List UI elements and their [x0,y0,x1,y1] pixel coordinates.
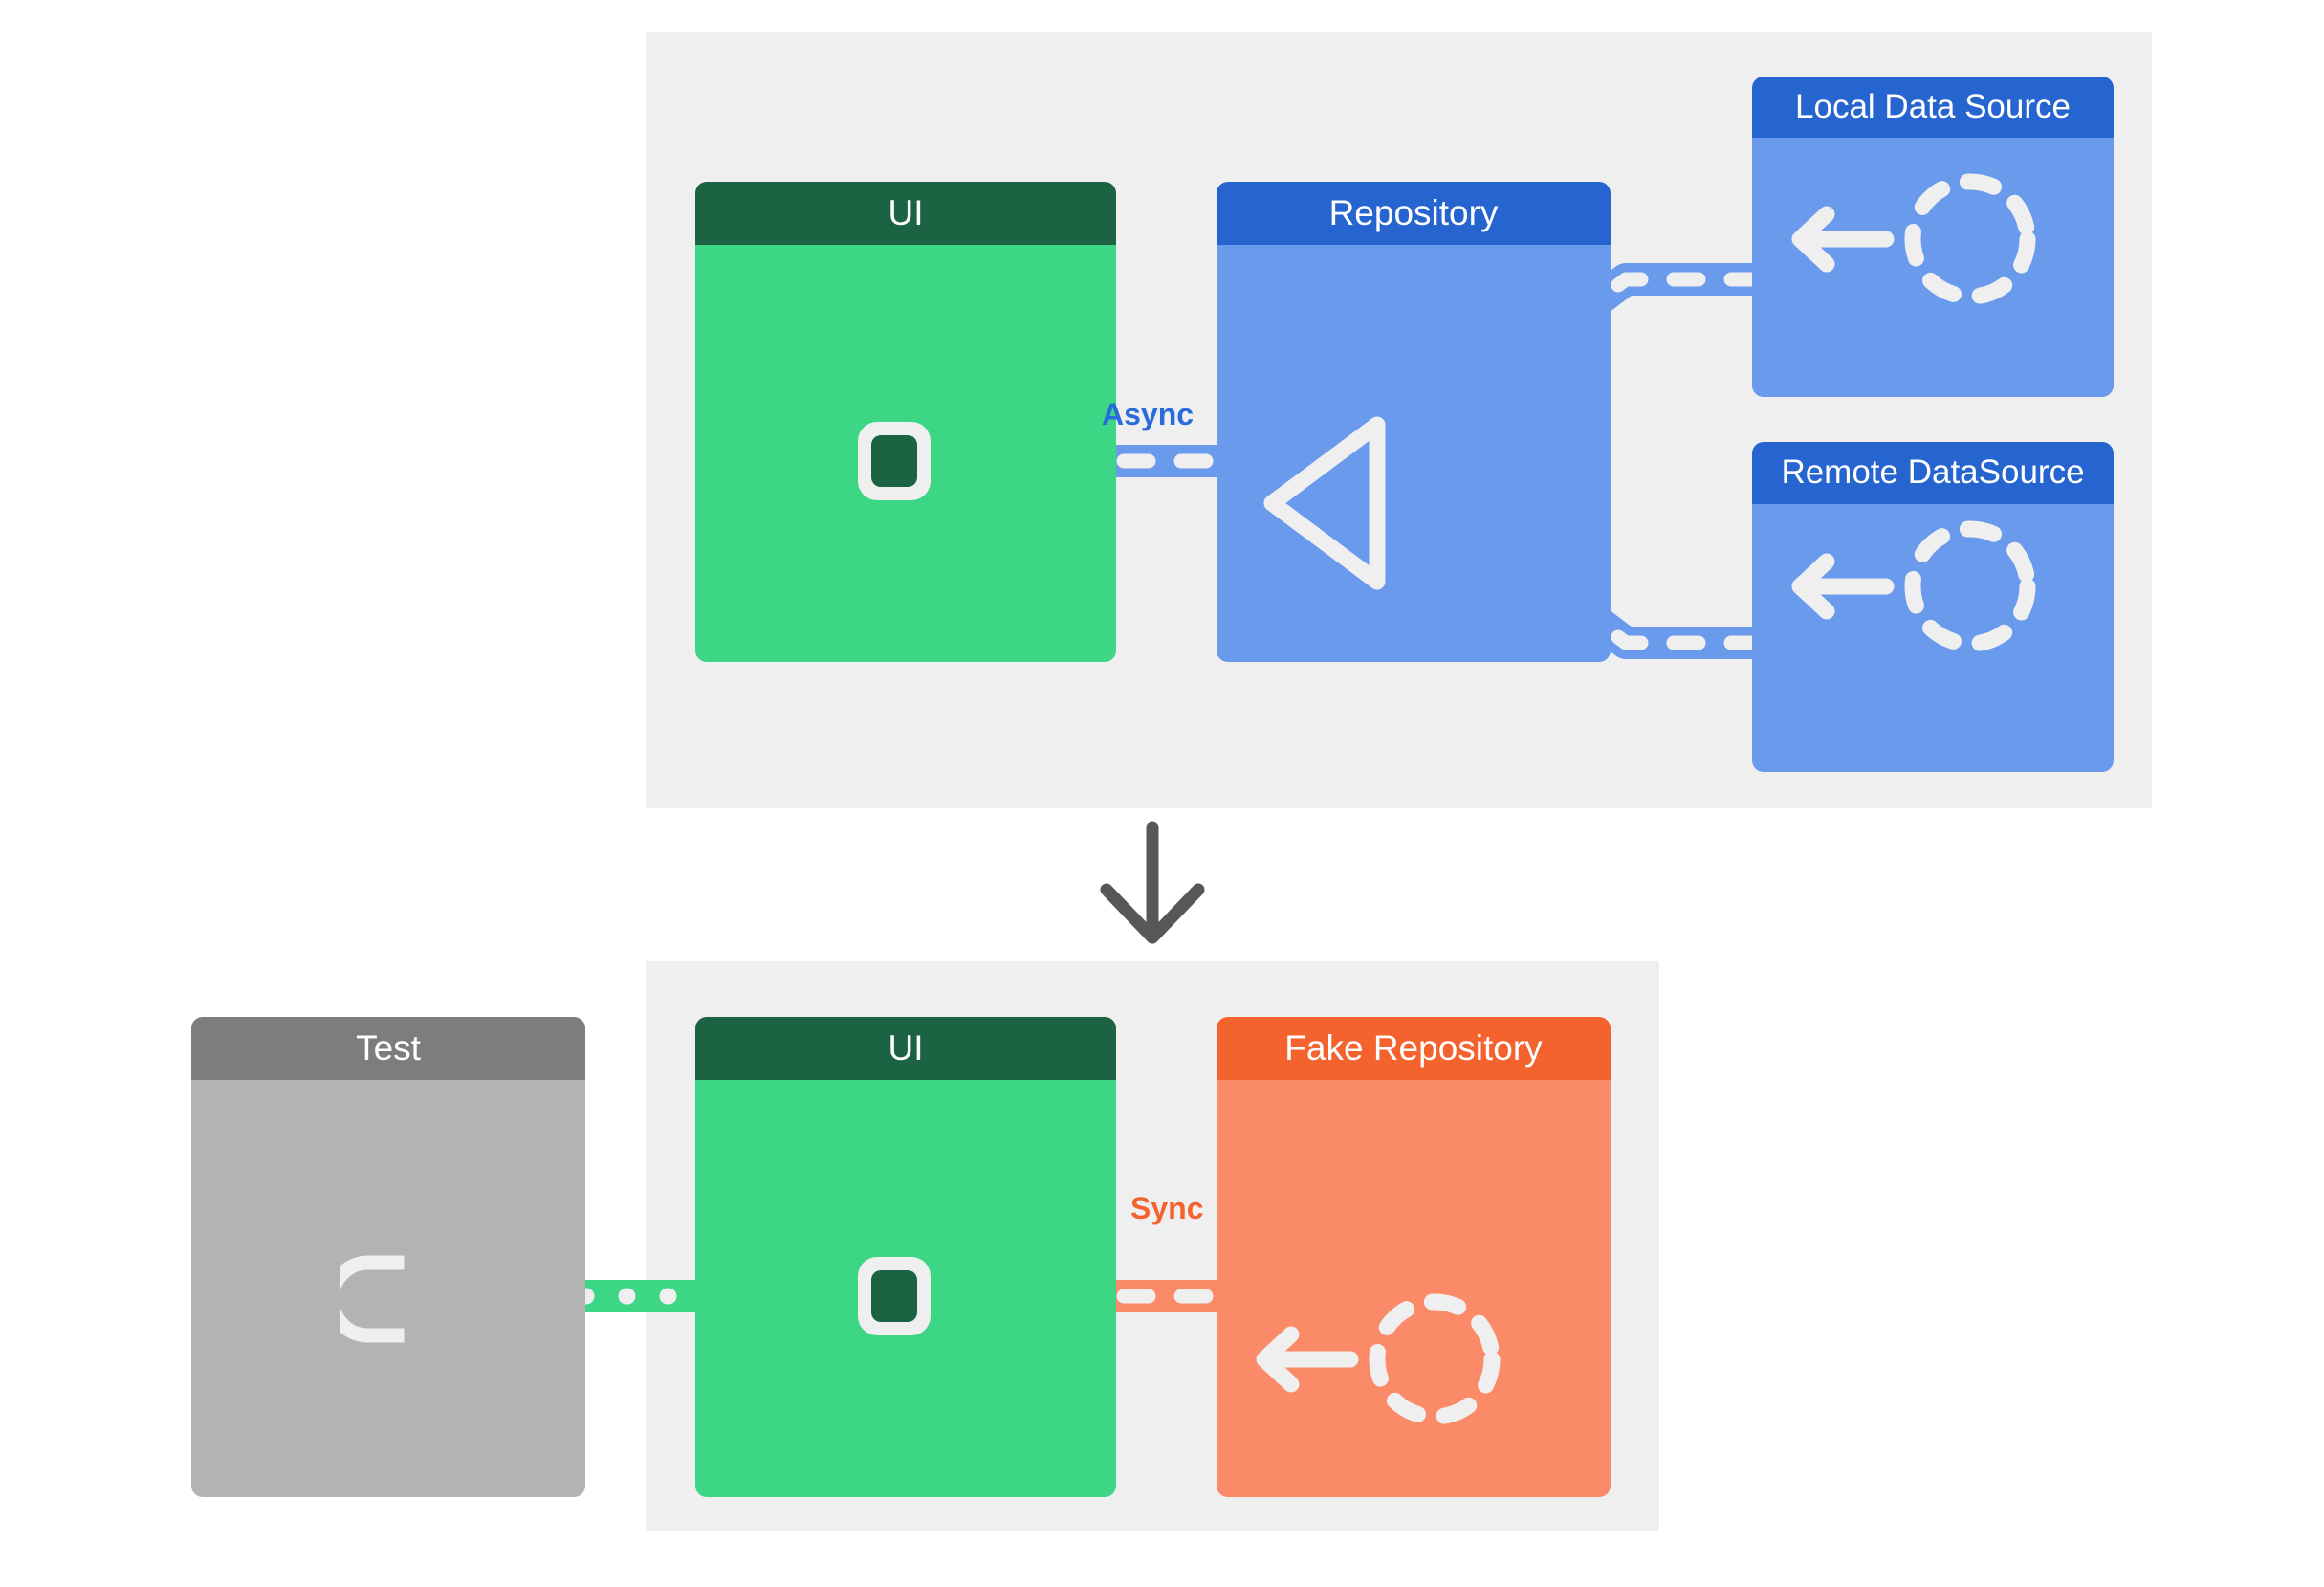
repository-card[interactable]: Repository [1217,182,1611,662]
data-source-glyphs [1791,520,2036,652]
arrow-down-icon [1100,821,1205,944]
rounded-square-node-icon [858,422,931,500]
local-data-source-card[interactable]: Local Data Source [1752,77,2114,397]
local-data-source-body [1752,137,2114,397]
remote-data-source-card[interactable]: Remote Data Source [1752,442,2114,772]
repository-card-title: Repository [1217,182,1611,246]
dashed-circle-icon [1904,173,2036,305]
test-card-title: Test [191,1017,585,1081]
arrow-left-icon [1791,206,1895,273]
fake-repository-title: Fake Repository [1217,1017,1611,1081]
remote-data-source-body [1752,503,2114,772]
dashed-circle-icon [1904,520,2036,652]
rounded-square-node-icon [858,1257,931,1335]
arrow-left-icon [1256,1326,1359,1393]
local-data-source-title: Local Data Source [1752,77,2114,138]
repository-card-body [1217,245,1611,662]
ui-node-port-test [854,1253,934,1344]
fake-repository-glyphs [1256,1293,1501,1425]
fake-repository-body [1217,1080,1611,1497]
test-socket-port [324,1253,405,1350]
sync-connector-label: Sync [1130,1191,1204,1225]
remote-data-source-title-line1: Remote Data [1781,453,1979,491]
ui-node-port-production [854,418,934,509]
fake-repository-card[interactable]: Fake Repository [1217,1017,1611,1497]
triangle-merge-icon [1263,416,1386,590]
ui-card-title: UI [695,182,1116,246]
data-source-glyphs [1791,173,2036,305]
dashed-circle-icon [1369,1293,1501,1425]
half-circle-socket-icon [324,1255,405,1343]
remote-data-source-title: Remote Data Source [1752,442,2114,504]
arrow-left-icon [1791,553,1895,620]
remote-data-source-title-line2: Source [1978,453,2085,491]
async-connector-label: Async [1102,397,1195,431]
ui-card-title: UI [695,1017,1116,1081]
